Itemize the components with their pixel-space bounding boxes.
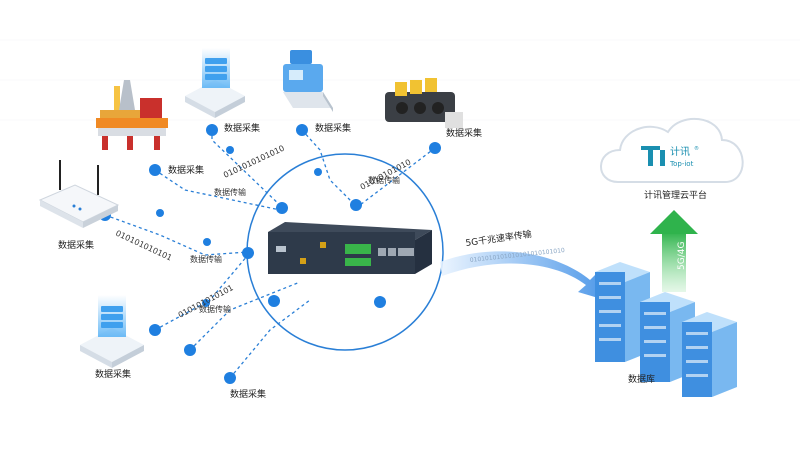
network-nodes (99, 124, 441, 384)
uplink-arrow (650, 210, 698, 292)
database-label: 数据库 (628, 373, 655, 385)
svg-text:010101010101: 010101010101 (114, 229, 173, 263)
connection-lines (104, 129, 436, 379)
transmit-label: 数据传输 (368, 175, 400, 185)
collect-label: 数据采集 (315, 122, 351, 134)
5g-link-ribbon (440, 251, 605, 300)
oil-platform-icon (96, 80, 168, 150)
database-servers (595, 262, 737, 397)
collect-label: 数据采集 (224, 122, 260, 134)
monitor-device-icon (283, 50, 333, 112)
cloud-icon (600, 117, 744, 183)
cloud-brand-cn: 计讯 (670, 145, 690, 158)
link-label: 5G千兆速率传输 (465, 228, 533, 249)
cloud-caption: 计讯管理云平台 (644, 189, 707, 201)
wifi-router-icon (38, 160, 120, 228)
collect-label: 数据采集 (230, 388, 266, 400)
cloud-registered: ® (694, 145, 699, 152)
collect-label: 数据采集 (446, 127, 482, 139)
collect-label: 数据采集 (168, 164, 204, 176)
engine-icon (385, 78, 463, 128)
collect-label: 数据采集 (58, 239, 94, 251)
uplink-label: 5G/4G (677, 242, 687, 270)
hologram-data-icon (185, 48, 245, 118)
hologram-data-icon (80, 295, 144, 368)
transmit-label: 数据传输 (190, 254, 222, 264)
collect-label: 数据采集 (95, 368, 131, 380)
transmit-label: 数据传输 (199, 304, 231, 314)
transmit-label: 数据传输 (214, 187, 246, 197)
cloud-brand-en: Top-iot (669, 160, 694, 168)
industrial-router (268, 222, 432, 274)
